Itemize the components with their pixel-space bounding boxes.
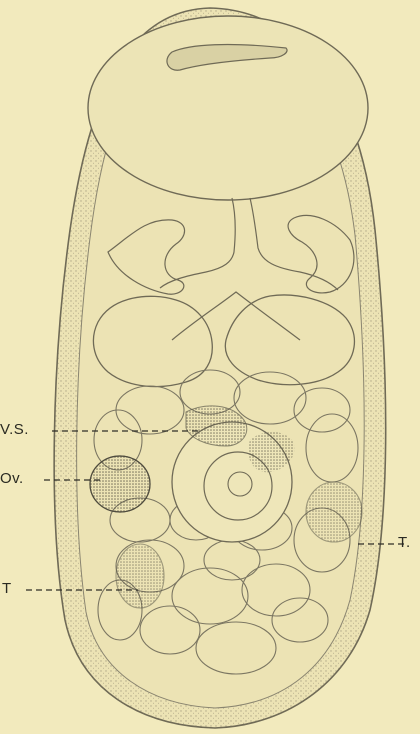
label-testis-right: T. — [398, 534, 411, 551]
label-testis-left: T — [2, 580, 12, 597]
label-vesicula-seminalis: V.S. — [0, 421, 29, 438]
testis-right — [306, 482, 362, 542]
testis-left — [116, 544, 164, 608]
label-ovary: Ov. — [0, 470, 24, 487]
right-middle-lobe — [225, 295, 354, 385]
anterior-sphere — [88, 16, 368, 200]
